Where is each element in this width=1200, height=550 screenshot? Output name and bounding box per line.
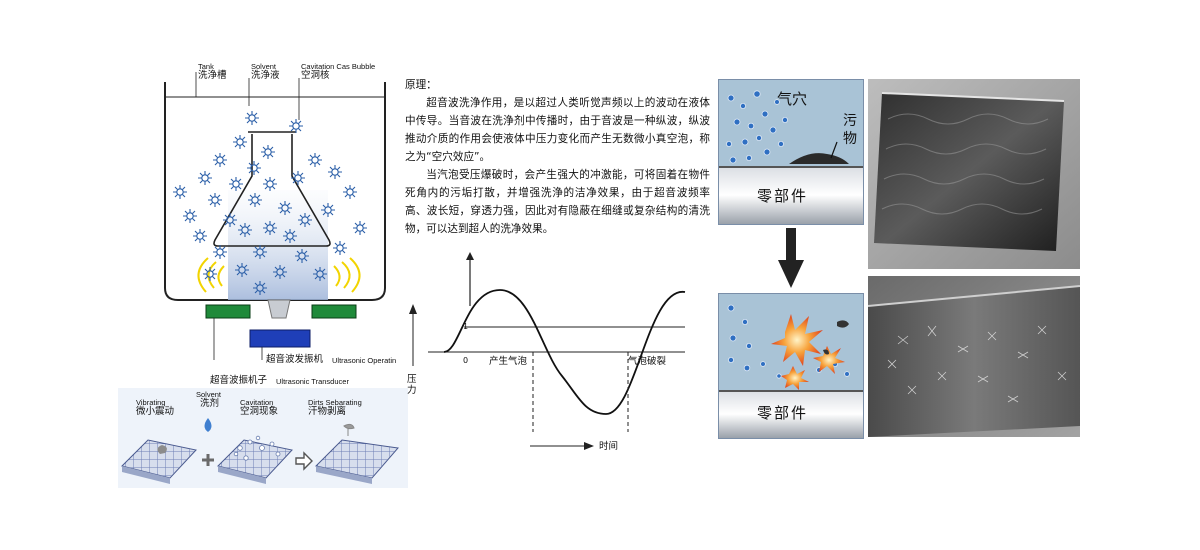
cavitation-tile (217, 435, 293, 484)
plus-icon (202, 454, 214, 466)
cavitation-label-en: Cavitation (240, 398, 274, 407)
pressure-wave-chart: 压力 1 0 产生气泡 气泡破裂 时间 (400, 246, 700, 461)
principle-para-1: 超音波洗浄作用，是以超过人类听觉声频以上的波动在液体中传导。当音波在洗浄剂中传播… (405, 97, 710, 163)
principle-title: 原理： (405, 79, 437, 91)
tank-illustration (164, 72, 386, 360)
bubble-label-en: Cavitation Cas Bubble (301, 62, 376, 71)
panel-after-cleaning: 零部件 (718, 293, 864, 439)
principle-para-2: 当汽泡受压爆破时，会产生强大的冲激能，可将固着在物件死角内的污垢打散，并增强洗浄… (405, 169, 710, 235)
bubble-label-zh: 空洞核 (301, 70, 330, 81)
vibrating-tile (121, 439, 197, 484)
generator-label-zh: 超音波发振机 (266, 354, 324, 365)
cavitation-label-zh: 空洞现象 (240, 406, 279, 417)
transducer-left (205, 304, 251, 319)
cavity-label: 气穴 (777, 90, 808, 108)
tank-diagram: Tank 洗浄槽 Solvent 洗浄液 Cavitation Cas Bubb… (120, 60, 420, 390)
wave-plot (409, 252, 686, 450)
before-illustration (719, 80, 863, 224)
tank-label-zh: 洗浄槽 (198, 70, 227, 81)
droplet-icon (204, 418, 212, 432)
solvent-label-zh: 洗浄液 (251, 70, 280, 81)
photo-before (868, 79, 1080, 269)
tank-label-en: Tank (198, 62, 214, 71)
ultrasonic-generator (249, 329, 311, 348)
tick-one: 1 (463, 322, 469, 331)
vibrating-label-en: Vibrating (136, 398, 166, 407)
part-label-top: 零部件 (757, 187, 809, 205)
arrow-right-icon (295, 451, 313, 471)
part-label-bottom: 零部件 (757, 404, 809, 422)
vibrating-label-zh: 微小震动 (136, 406, 175, 417)
bubble-bursts-label: 气泡破裂 (628, 356, 667, 367)
pressure-curve (443, 289, 686, 415)
after-illustration (719, 294, 863, 438)
process-strip: Vibrating 微小震动 Solvent 洗剂 Cavitation 空洞现… (118, 388, 408, 488)
solvent-strip-label-zh: 洗剂 (200, 398, 220, 409)
tick-zero: 0 (463, 356, 469, 365)
process-illustration (121, 418, 399, 484)
panel-before-cleaning: 气穴 污物 零部件 (718, 79, 864, 225)
transducer-label-en: Ultrasonic Transducer (276, 377, 349, 386)
transducer-label-zh: 超音波振机子 (210, 375, 268, 386)
flask-outline (213, 134, 331, 247)
solvent-label-en: Solvent (251, 62, 277, 71)
pressure-axis-label: 压力 (407, 374, 417, 396)
time-axis-label: 时间 (599, 441, 619, 452)
dirts-label-zh: 汗物剥离 (308, 406, 347, 417)
dirts-tile (314, 423, 399, 484)
down-arrow-icon (778, 228, 804, 288)
dirt-label: 污物 (843, 113, 857, 147)
transducer-right (311, 304, 357, 319)
photo-after (868, 276, 1080, 437)
principle-text: 原理： 超音波洗浄作用，是以超过人类听觉声频以上的波动在液体中传导。当音波在洗浄… (405, 76, 710, 238)
bubble-forms-label: 产生气泡 (489, 356, 528, 367)
dirts-label-en: Dirts Sebarating (308, 398, 362, 407)
generator-label-en: Ultrasonic Operatin (332, 356, 397, 365)
solvent-strip-label-en: Solvent (196, 390, 222, 399)
